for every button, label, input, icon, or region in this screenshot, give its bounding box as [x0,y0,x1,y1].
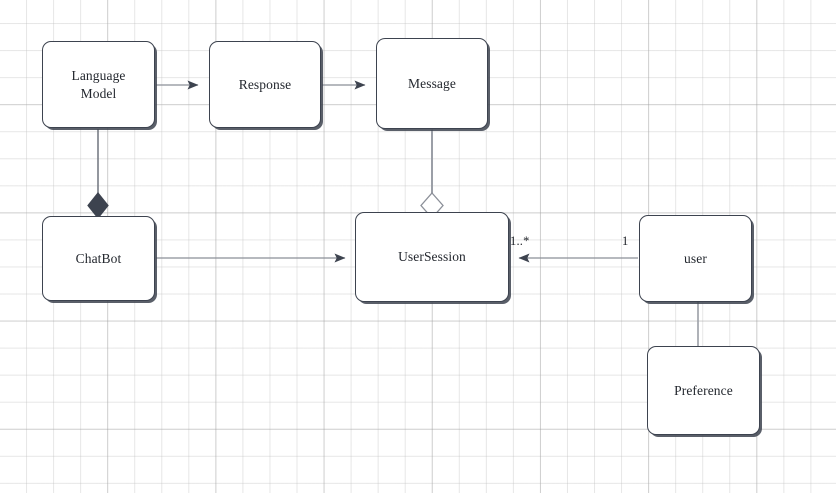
node-chatbot[interactable]: ChatBot [42,216,155,301]
node-usersession[interactable]: UserSession [355,212,509,302]
filled-diamond-icon [87,192,109,219]
node-language-model[interactable]: Language Model [42,41,155,128]
multiplicity-user-end: 1 [622,234,629,248]
edge-message-to-usersession [420,130,444,219]
node-response[interactable]: Response [209,41,321,128]
node-user[interactable]: user [639,215,752,302]
multiplicity-usersession-end: 1..* [510,234,530,248]
node-message[interactable]: Message [376,38,488,129]
edge-language-model-to-chatbot [87,129,109,219]
node-preference[interactable]: Preference [647,346,760,435]
